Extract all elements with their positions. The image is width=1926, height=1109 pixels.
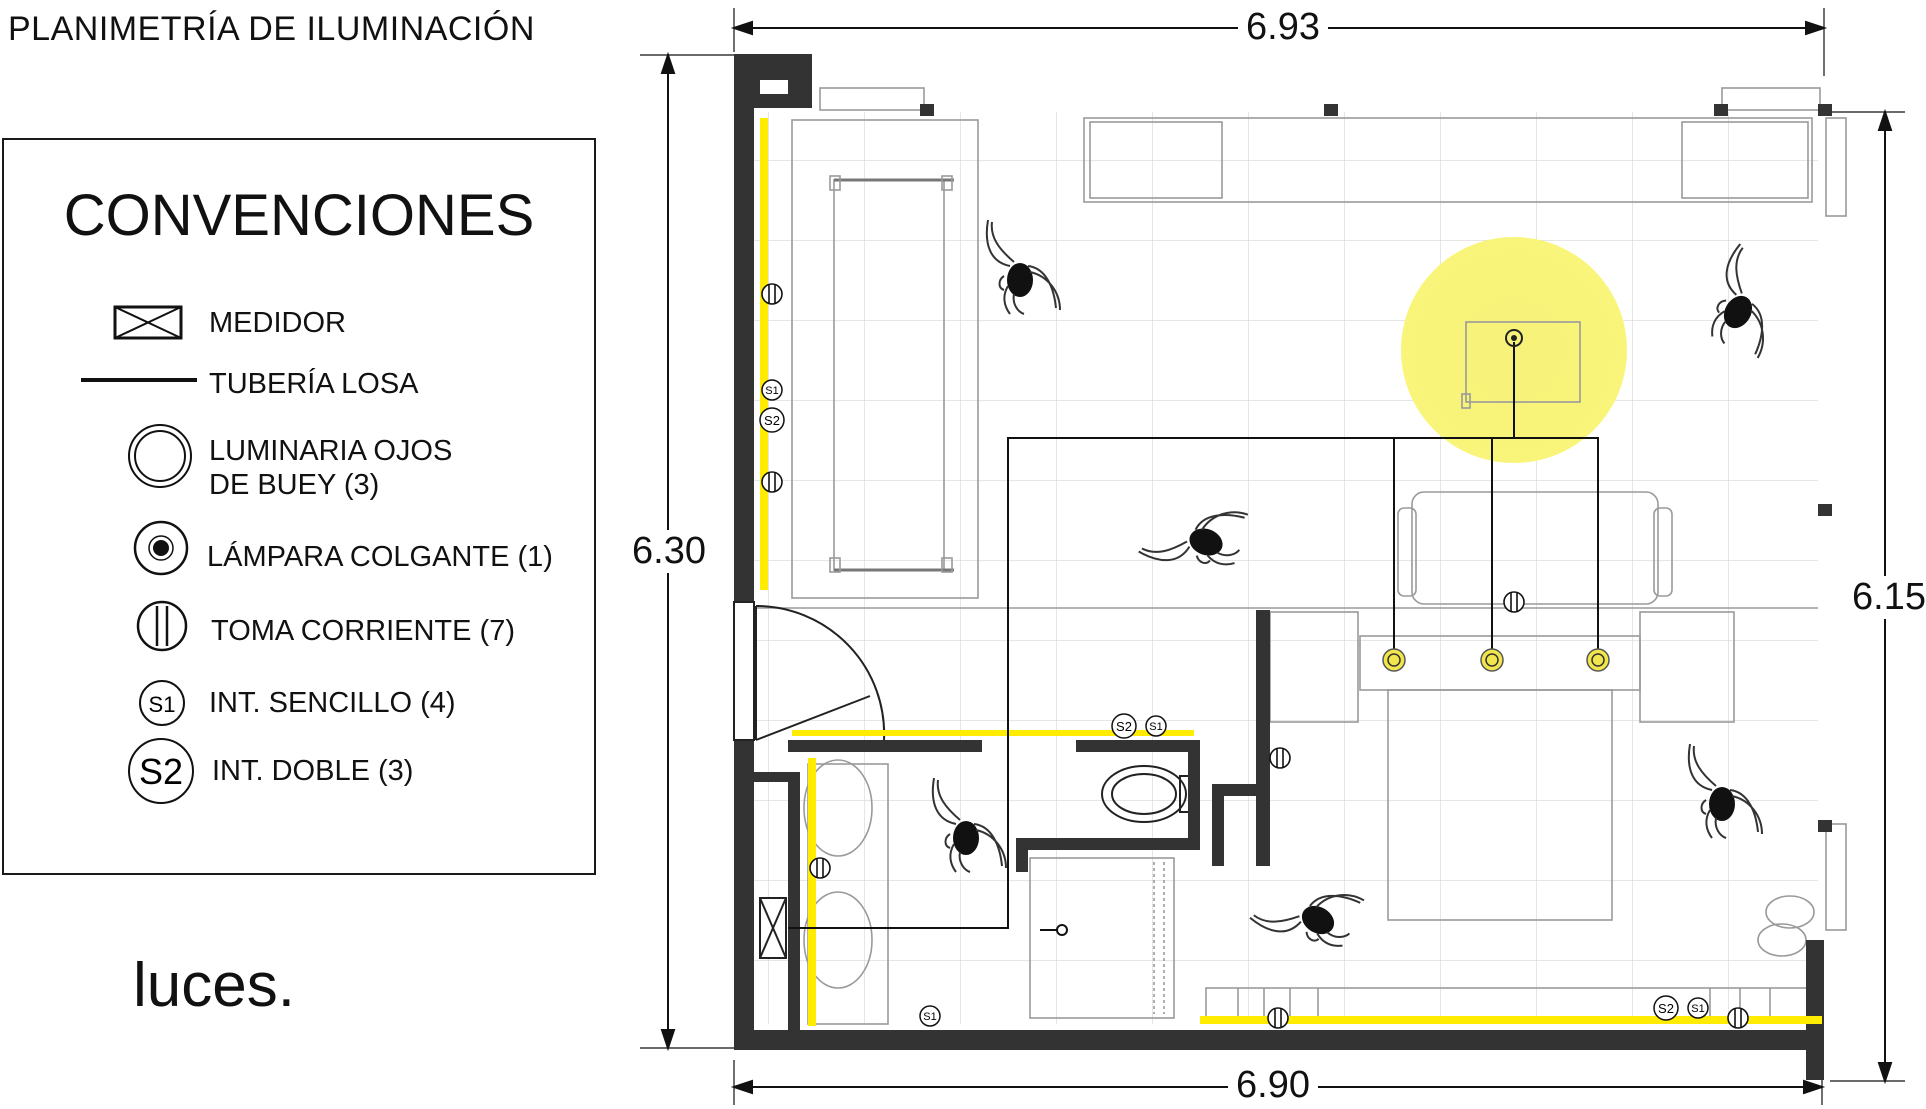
legend-label-meter: MEDIDOR: [209, 307, 346, 339]
legend-label-outlet: TOMA CORRIENTE (7): [211, 615, 515, 647]
single-switch: S1: [1145, 715, 1167, 737]
svg-text:S1: S1: [923, 1011, 936, 1023]
walls: [734, 54, 1832, 1080]
double-switch: S2: [759, 407, 785, 433]
floor-tiles: [750, 112, 1818, 1024]
single-switch-icon: S1: [139, 680, 185, 726]
legend-symbols: S1 S2: [81, 305, 197, 804]
dimension-left: 6.30: [624, 530, 714, 573]
legend-label-luminaire-1: LUMINARIA OJOS: [209, 435, 453, 467]
legend-label-pipe: TUBERÍA LOSA: [209, 368, 419, 400]
svg-text:S1: S1: [149, 692, 176, 717]
legend-label-pendant: LÁMPARA COLGANTE (1): [207, 541, 553, 573]
pendant-lamp: [1505, 329, 1523, 347]
legend-label-double-switch: INT. DOBLE (3): [212, 755, 414, 787]
meter-icon: [113, 305, 183, 340]
double-switch: S2: [1653, 995, 1679, 1021]
dimension-bottom: 6.90: [1228, 1064, 1318, 1107]
svg-text:S1: S1: [765, 385, 778, 397]
legend-heading: CONVENCIONES: [63, 183, 535, 248]
switches: S1 S2 S2 S1 S1 S2 S1: [759, 379, 1709, 1027]
double-switch: S2: [1111, 713, 1137, 739]
svg-text:S2: S2: [1658, 1001, 1674, 1016]
recessed-luminaire-icon: [128, 424, 192, 488]
meter-box: [759, 897, 787, 959]
legend-panel: CONVENCIONES S1: [2, 138, 596, 875]
slab-piping: [788, 342, 1599, 929]
led-strips: [760, 118, 1822, 1026]
svg-text:S1: S1: [1691, 1003, 1704, 1015]
svg-text:S2: S2: [1116, 719, 1132, 734]
single-switch: S1: [919, 1005, 941, 1027]
shower-valve: [1040, 924, 1068, 936]
legend-label-single-switch: INT. SENCILLO (4): [209, 687, 456, 719]
dimension-right: 6.15: [1844, 576, 1926, 619]
furniture: [750, 87, 1847, 1025]
legend-label-luminaire-2: DE BUEY (3): [209, 469, 380, 501]
pendant-lamp-icon: [133, 520, 189, 576]
page-title: PLANIMETRÍA DE ILUMINACIÓN: [8, 10, 535, 48]
single-switch: S1: [761, 379, 783, 401]
dimension-top: 6.93: [1238, 6, 1328, 49]
svg-text:S2: S2: [764, 413, 780, 428]
wall-opening: [760, 80, 788, 94]
double-switch-icon: S2: [128, 738, 194, 804]
tagline: luces.: [133, 951, 295, 1020]
svg-text:S1: S1: [1149, 721, 1162, 733]
entry-door: [733, 601, 886, 741]
svg-text:S2: S2: [139, 751, 183, 792]
outlet-icon: [136, 600, 188, 652]
single-switch: S1: [1687, 997, 1709, 1019]
